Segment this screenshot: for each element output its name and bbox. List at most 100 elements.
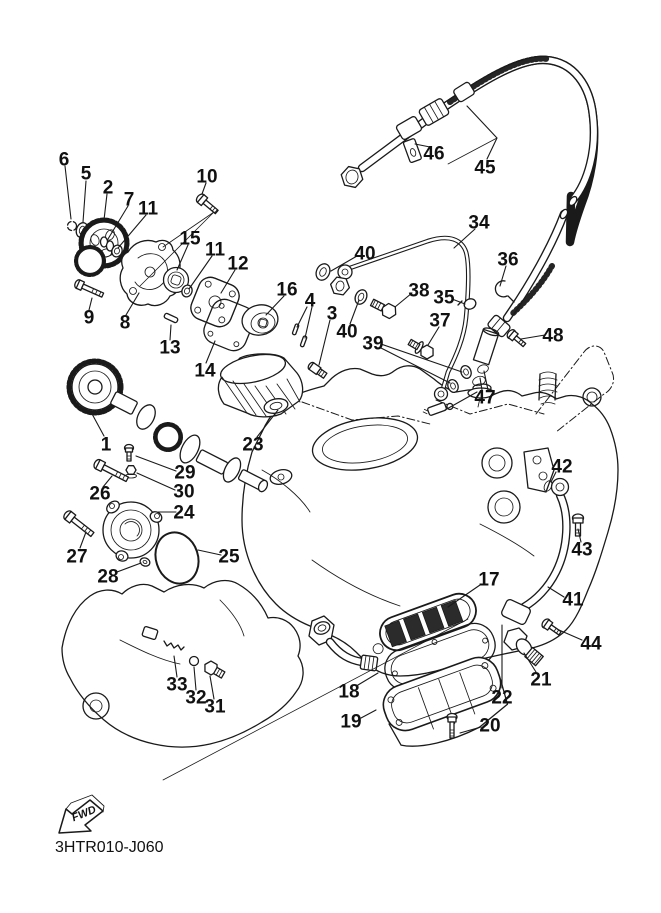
leader-line-21 — [524, 653, 536, 672]
part-label-27[interactable]: 27 — [66, 547, 87, 568]
part-label-47[interactable]: 47 — [474, 388, 495, 409]
leader-line-48 — [521, 335, 545, 339]
leader-line-43 — [578, 529, 581, 542]
part-label-7[interactable]: 7 — [124, 190, 135, 211]
leader-line-16 — [266, 296, 284, 315]
pump-rotor — [164, 268, 189, 293]
part-label-38[interactable]: 38 — [408, 281, 429, 302]
part-label-6[interactable]: 6 — [59, 150, 70, 171]
leader-line-36 — [500, 266, 506, 286]
bolt-43 — [573, 514, 584, 536]
part-label-42[interactable]: 42 — [551, 457, 572, 478]
part-label-24[interactable]: 24 — [173, 503, 195, 524]
leader-line-39 — [381, 344, 462, 372]
part-label-46[interactable]: 46 — [423, 144, 444, 165]
part-label-25[interactable]: 25 — [218, 547, 240, 568]
part-label-10[interactable]: 10 — [196, 167, 217, 188]
part-label-40[interactable]: 40 — [336, 322, 357, 343]
bolt-27 — [62, 509, 95, 538]
part-label-4[interactable]: 4 — [305, 291, 316, 312]
relief-valve-pin — [307, 361, 328, 379]
part-label-37[interactable]: 37 — [429, 311, 450, 332]
leader-lines — [65, 106, 582, 733]
part-label-39[interactable]: 39 — [362, 334, 383, 355]
part-label-29[interactable]: 29 — [174, 463, 195, 484]
leader-line-6 — [65, 166, 71, 219]
hose-bracket — [403, 138, 422, 163]
pipe-clamp — [458, 297, 478, 311]
balancer-cover — [103, 499, 164, 563]
leader-line-42 — [551, 472, 556, 482]
part-label-5[interactable]: 5 — [81, 164, 92, 185]
guide-line — [163, 619, 468, 780]
part-label-40[interactable]: 40 — [354, 244, 375, 265]
guide-line — [448, 138, 497, 164]
leader-line-11 — [118, 215, 146, 248]
pan-bolt — [447, 714, 457, 739]
leader-line-28 — [117, 563, 141, 572]
part-label-17[interactable]: 17 — [478, 570, 499, 591]
leader-line-5 — [83, 181, 86, 222]
hose-banjo-nut — [339, 165, 364, 188]
dowel-pin — [164, 313, 179, 323]
leader-line-20 — [460, 727, 481, 733]
part-label-12[interactable]: 12 — [227, 254, 248, 275]
part-label-8[interactable]: 8 — [120, 313, 131, 334]
part-label-19[interactable]: 19 — [340, 712, 361, 733]
pump-housing — [120, 240, 180, 305]
part-label-9[interactable]: 9 — [84, 308, 95, 329]
part-label-43[interactable]: 43 — [571, 540, 592, 561]
leader-line-19 — [361, 710, 376, 718]
part-label-11[interactable]: 11 — [138, 199, 159, 220]
union-bolt — [504, 628, 543, 666]
delivery-pipe — [500, 479, 583, 638]
clip-bracket — [142, 626, 158, 640]
part-label-28[interactable]: 28 — [97, 567, 118, 588]
part-label-23[interactable]: 23 — [242, 435, 263, 456]
leader-line-11 — [189, 256, 212, 289]
part-label-18[interactable]: 18 — [338, 682, 359, 703]
leader-line-34 — [454, 229, 475, 248]
leader-line-18 — [358, 673, 378, 685]
leader-line-4 — [297, 307, 307, 327]
part-label-48[interactable]: 48 — [542, 326, 563, 347]
part-label-15[interactable]: 15 — [179, 229, 201, 250]
diagram-code: 3HTR010-J060 — [55, 839, 164, 856]
part-label-16[interactable]: 16 — [276, 280, 297, 301]
part-label-36[interactable]: 36 — [497, 250, 518, 271]
pan-outlet-elbow — [309, 616, 378, 671]
part-label-11[interactable]: 11 — [205, 240, 226, 261]
bolt-44 — [540, 617, 563, 637]
part-label-32[interactable]: 32 — [185, 688, 206, 709]
drain-plug-parts — [164, 641, 226, 680]
part-label-45[interactable]: 45 — [474, 158, 496, 179]
part-label-13[interactable]: 13 — [159, 338, 180, 359]
part-label-41[interactable]: 41 — [562, 590, 584, 611]
leader-line-23 — [257, 410, 278, 437]
part-label-20[interactable]: 20 — [479, 716, 500, 737]
leader-line-41 — [548, 587, 564, 597]
part-label-1[interactable]: 1 — [101, 435, 112, 456]
part-label-26[interactable]: 26 — [89, 484, 110, 505]
part-label-3[interactable]: 3 — [327, 304, 338, 325]
part-label-44[interactable]: 44 — [580, 634, 602, 655]
part-label-31[interactable]: 31 — [204, 697, 226, 718]
part-label-14[interactable]: 14 — [194, 361, 216, 382]
part-label-22[interactable]: 22 — [491, 688, 512, 709]
bolt-26 — [92, 458, 129, 483]
guide-line — [140, 212, 214, 286]
leader-line-47 — [484, 371, 488, 390]
leader-line-7 — [108, 206, 128, 239]
bolt-48 — [506, 328, 528, 349]
part-label-33[interactable]: 33 — [166, 675, 187, 696]
bolt-29 — [125, 445, 134, 462]
part-label-30[interactable]: 30 — [173, 482, 194, 503]
part-label-2[interactable]: 2 — [103, 178, 114, 199]
banjo-bolt — [369, 297, 399, 321]
part-label-21[interactable]: 21 — [530, 670, 552, 691]
part-label-35[interactable]: 35 — [433, 288, 455, 309]
part-label-34[interactable]: 34 — [468, 213, 490, 234]
collar — [101, 237, 114, 251]
